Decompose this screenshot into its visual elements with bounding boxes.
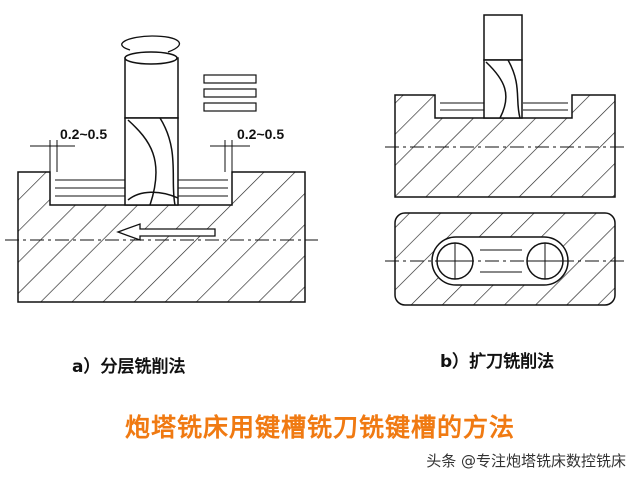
page-title: 炮塔铣床用键槽铣刀铣键槽的方法 [124,413,515,442]
dimension-label-right: 0.2~0.5 [237,126,285,142]
feed-direction-arrow-icon [116,223,216,241]
watermark: 头条 @专注炮塔铣床数控铣床 [426,452,626,470]
caption-a: a）分层铣削法 [72,357,186,377]
dimension-lines [30,140,250,172]
caption-b: b）扩刀铣削法 [440,352,555,372]
workpiece-b-section [385,94,625,198]
end-mill-cutter-b [483,14,523,119]
workpiece-b-plan [385,212,625,306]
dimension-label-left: 0.2~0.5 [60,126,108,142]
feed-path-arrows-icon [203,74,257,112]
end-mill-cutter-a [124,51,179,206]
rotation-arrow-icon [121,35,181,53]
